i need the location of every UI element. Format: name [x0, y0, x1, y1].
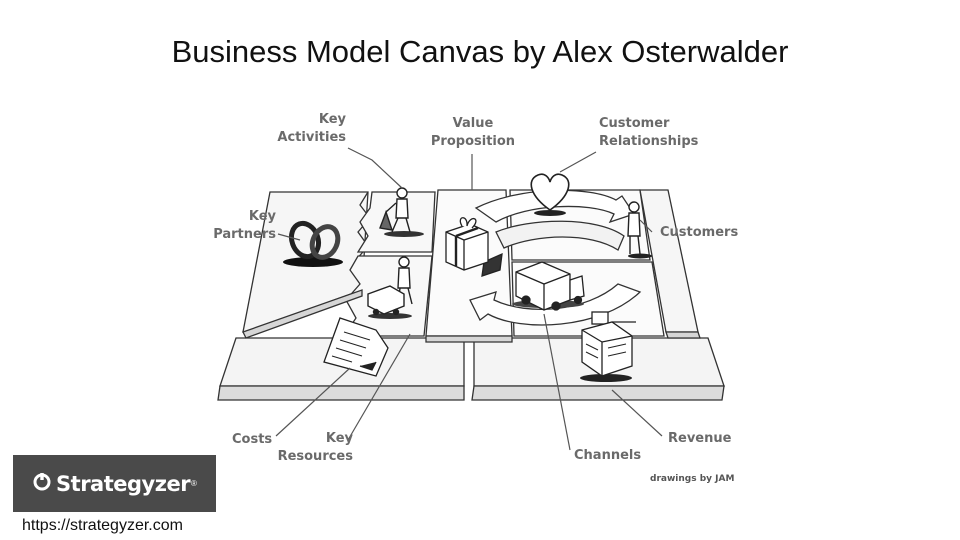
costs-leader: [275, 367, 351, 437]
logo-registered-mark: ®: [191, 479, 197, 488]
gift-box-icon: [445, 217, 503, 277]
key-partners-leader: [277, 233, 301, 241]
customer-relationships-leader: [559, 151, 597, 173]
label-key-resources-line1: Key: [326, 431, 354, 446]
key-resources-leader: [347, 333, 411, 441]
invoice-document-icon: [323, 317, 389, 377]
worker-sweeping-icon: [379, 187, 424, 237]
label-value-proposition-line1: Value: [453, 116, 494, 131]
logo-wordmark: Strategyzer: [56, 471, 191, 496]
label-channels: Channels: [574, 448, 641, 463]
strategyzer-logo: Strategyzer ®: [13, 455, 216, 512]
label-value-proposition-line2: Proposition: [431, 134, 515, 149]
cash-register-icon: [580, 311, 636, 382]
rings-icon: [283, 220, 343, 267]
delivery-truck-icon: [512, 261, 585, 311]
canvas-labels: Key Activities Value Proposition Custome…: [213, 112, 738, 484]
drawing-credit: drawings by JAM: [650, 474, 734, 484]
customers-leader: [639, 219, 653, 233]
revenue-leader: [611, 389, 663, 437]
label-customer-relationships-line2: Relationships: [599, 134, 699, 149]
key-activities-leader: [347, 147, 403, 189]
label-revenue: Revenue: [668, 431, 732, 446]
label-key-partners-line1: Key: [249, 209, 277, 224]
label-customers: Customers: [660, 225, 738, 240]
site-url[interactable]: https://strategyzer.com: [22, 517, 183, 534]
channels-leader: [543, 313, 571, 451]
label-key-partners-line2: Partners: [213, 227, 276, 242]
label-customer-relationships-line1: Customer: [599, 116, 670, 131]
worker-cart-icon: [367, 256, 413, 319]
heart-icon: [530, 173, 570, 216]
label-key-activities-line1: Key: [319, 112, 347, 127]
customer-person-icon: [627, 201, 652, 259]
slide-title: Business Model Canvas by Alex Osterwalde…: [171, 34, 789, 69]
strategyzer-mark-icon: [32, 471, 52, 496]
label-key-resources-line2: Resources: [278, 449, 354, 464]
label-key-activities-line2: Activities: [277, 130, 346, 145]
leader-lines: [275, 147, 663, 451]
label-costs: Costs: [232, 432, 272, 447]
